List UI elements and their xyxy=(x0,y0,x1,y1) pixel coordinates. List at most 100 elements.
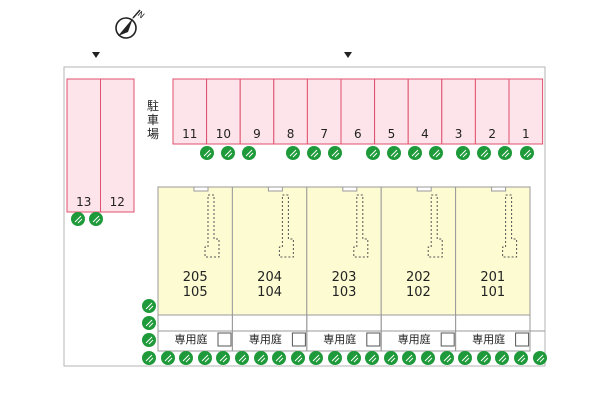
shrub-icon xyxy=(384,351,398,365)
parking-space-number: 3 xyxy=(455,127,463,141)
private-garden: 専用庭 xyxy=(157,314,233,352)
parking-space: 1 xyxy=(508,78,544,145)
shrub-icon xyxy=(477,351,491,365)
parking-space-number: 7 xyxy=(320,127,328,141)
shrub-icon xyxy=(429,146,443,160)
unit-number-lower: 102 xyxy=(406,285,431,300)
outdoor-unit-icon xyxy=(217,332,232,347)
parking-space: 4 xyxy=(407,78,443,145)
parking-space-number: 9 xyxy=(253,127,261,141)
parking-space-number: 12 xyxy=(110,195,125,209)
unit-number-upper: 205 xyxy=(183,270,208,285)
entrance-marker-left xyxy=(92,52,100,58)
unit-number-lower: 105 xyxy=(183,285,208,300)
parking-space: 10 xyxy=(206,78,241,145)
garden-label: 専用庭 xyxy=(398,332,431,346)
shrub-icon xyxy=(387,146,401,160)
parking-space-number: 6 xyxy=(354,127,362,141)
shrub-icon xyxy=(142,333,156,347)
private-garden: 専用庭 xyxy=(455,314,531,352)
shrub-icon xyxy=(477,146,491,160)
shrub-icon xyxy=(307,146,321,160)
site-boundary xyxy=(63,66,546,367)
private-garden: 専用庭 xyxy=(231,314,308,352)
shrub-icon xyxy=(402,351,416,365)
parking-space: 2 xyxy=(474,78,510,145)
shrub-icon xyxy=(142,316,156,330)
shrub-icon xyxy=(291,351,305,365)
parking-space: 12 xyxy=(100,78,135,213)
north-compass-icon: N xyxy=(115,9,146,39)
parking-space-number: 5 xyxy=(388,127,396,141)
outdoor-unit-icon xyxy=(291,332,306,347)
shrub-icon xyxy=(89,212,103,226)
unit-number-lower: 103 xyxy=(332,285,357,300)
private-garden: 専用庭 xyxy=(380,314,457,352)
parking-label: 駐 車 場 xyxy=(147,98,163,141)
parking-space: 11 xyxy=(172,78,208,145)
shrub-icon xyxy=(520,146,534,160)
parking-space: 3 xyxy=(441,78,476,145)
parking-left-column: 13 12 xyxy=(66,78,135,213)
shrub-icon xyxy=(347,351,361,365)
entrance-marker-center xyxy=(344,52,352,58)
shrub-icon xyxy=(328,146,342,160)
shrub-icon xyxy=(458,351,472,365)
unit-number-lower: 104 xyxy=(257,285,282,300)
shrub-icon xyxy=(495,351,509,365)
private-garden: 専用庭 xyxy=(306,314,382,352)
parking-space-number: 8 xyxy=(287,127,295,141)
shrub-icon xyxy=(408,146,422,160)
shrub-icon xyxy=(216,351,230,365)
shrub-icon xyxy=(242,146,256,160)
parking-space-number: 2 xyxy=(488,127,496,141)
unit-number-upper: 202 xyxy=(406,270,431,285)
parking-space-number: 10 xyxy=(216,127,231,141)
outdoor-unit-icon xyxy=(440,332,455,347)
shrub-icon xyxy=(514,351,528,365)
garden-strip: 専用庭 専用庭 専用庭 専用庭 専用庭 xyxy=(157,314,545,352)
shrub-icon xyxy=(200,146,214,160)
shrub-icon xyxy=(440,351,454,365)
shrub-icon xyxy=(421,351,435,365)
shrub-icon xyxy=(286,146,300,160)
shrub-icon xyxy=(328,351,342,365)
garden-label: 専用庭 xyxy=(472,332,505,346)
parking-space-number: 13 xyxy=(76,195,91,209)
garden-label: 専用庭 xyxy=(323,332,356,346)
unit-number-lower: 101 xyxy=(480,285,505,300)
shrub-icon xyxy=(142,299,156,313)
parking-space-number: 4 xyxy=(421,127,429,141)
parking-space-number: 1 xyxy=(522,127,530,141)
parking-space: 13 xyxy=(66,78,101,213)
outdoor-unit-icon xyxy=(515,332,530,347)
unit-number-upper: 201 xyxy=(480,270,505,285)
compass-label: N xyxy=(136,10,146,21)
unit-number-upper: 203 xyxy=(332,270,357,285)
shrub-icon xyxy=(365,351,379,365)
shrub-icon xyxy=(272,351,286,365)
parking-space: 5 xyxy=(374,78,409,145)
shrub-icon xyxy=(142,351,156,365)
shrub-icon xyxy=(533,351,547,365)
parking-top-row: 11 10 9 8 7 6 5 4 3 2 1 xyxy=(172,78,544,145)
garden-label: 専用庭 xyxy=(175,332,208,346)
parking-space-number: 11 xyxy=(182,127,197,141)
shrub-icon xyxy=(221,146,235,160)
shrub-icon xyxy=(198,351,212,365)
parking-space: 7 xyxy=(306,78,342,145)
shrub-icon xyxy=(161,351,175,365)
parking-space: 6 xyxy=(340,78,376,145)
shrub-icon xyxy=(366,146,380,160)
shrub-rows xyxy=(71,146,547,365)
parking-space: 9 xyxy=(239,78,275,145)
shrub-icon xyxy=(498,146,512,160)
garden-label: 専用庭 xyxy=(249,332,282,346)
shrub-icon xyxy=(456,146,470,160)
shrub-icon xyxy=(254,351,268,365)
